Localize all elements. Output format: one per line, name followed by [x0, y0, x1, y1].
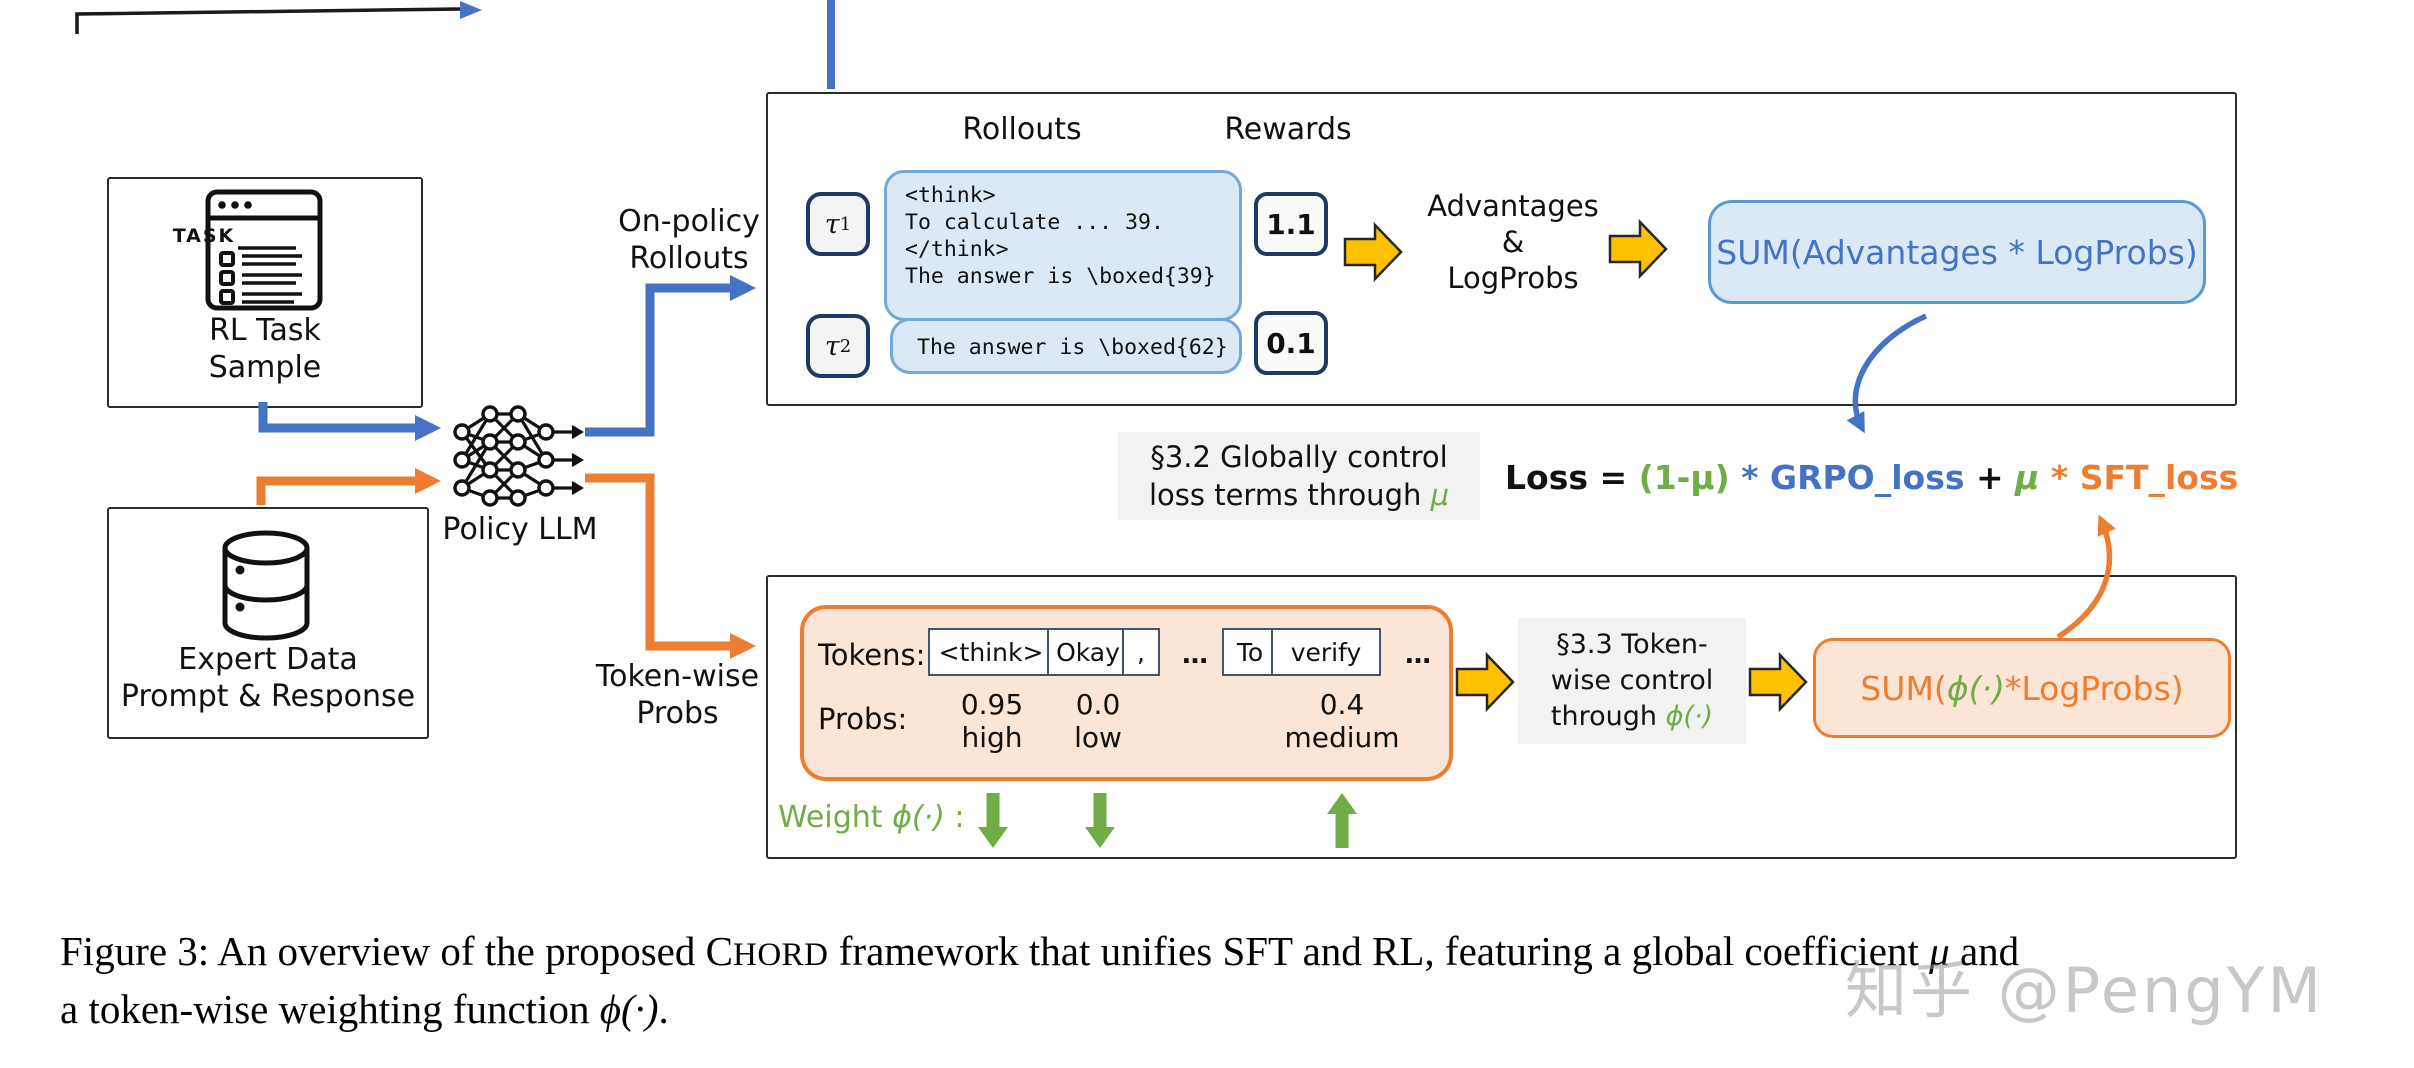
sum-advantages-logprobs-box: SUM(Advantages * LogProbs)	[1708, 200, 2206, 304]
arrow-llm-to-tokens	[585, 473, 756, 659]
phi-symbol: ϕ(·)	[1946, 668, 2005, 708]
chord-name: CHORD	[705, 928, 829, 974]
prob-verify: 0.4 medium	[1284, 688, 1400, 754]
token-cell-comma: ,	[1122, 628, 1160, 676]
rollout2-line: The answer is \boxed{62}	[917, 335, 1228, 360]
rl-task-label-line1: RL Task	[209, 313, 321, 348]
global-control-line2: loss terms through μ	[1148, 478, 1450, 512]
rewards-header: Rewards	[1224, 112, 1352, 147]
mu-term: μ	[2015, 458, 2040, 497]
policy-llm-label: Policy LLM	[442, 512, 598, 547]
expert-data-label-line1: Expert Data	[178, 642, 358, 677]
expert-data-label-line2: Prompt & Response	[120, 679, 416, 714]
arrow-llm-to-rollouts	[585, 275, 756, 437]
rollout1-line2: To calculate ... 39.	[905, 210, 1164, 235]
token-cell-okay: Okay	[1047, 628, 1129, 676]
rl-task-sample-box: RL Task Sample TASK	[107, 177, 423, 408]
one-minus-mu-term: (1-μ)	[1638, 458, 1730, 497]
mu-symbol: μ	[1929, 928, 1950, 974]
global-control-line1: §3.2 Globally control	[1150, 440, 1448, 474]
tokens-row-label: Tokens:	[818, 638, 926, 672]
expert-data-box: Expert Data Prompt & Response	[107, 507, 429, 739]
phi-symbol: ϕ(·)	[1665, 701, 1714, 732]
reward2-badge: 0.1	[1254, 311, 1328, 375]
sft-loss-term: SFT_loss	[2079, 458, 2239, 497]
mu-symbol: μ	[1430, 478, 1450, 512]
global-control-note: §3.2 Globally control loss terms through…	[1118, 432, 1480, 520]
neural-network-icon	[453, 405, 584, 507]
token-cell-to: To	[1222, 628, 1278, 676]
token-cell-verify: verify	[1271, 628, 1381, 676]
on-policy-rollouts-label: On-policy Rollouts	[618, 204, 760, 276]
token-cell-think: <think>	[928, 628, 1054, 676]
token-ellipsis-1: …	[1182, 640, 1208, 670]
rl-task-label-line2: Sample	[208, 350, 322, 385]
figure-caption-line2: a token-wise weighting function ϕ(·).	[60, 986, 669, 1032]
advantages-logprobs-label: Advantages & LogProbs	[1427, 189, 1599, 295]
prob-think: 0.95 high	[960, 688, 1024, 754]
prob-okay: 0.0 low	[1074, 688, 1122, 754]
watermark: 知乎 @PengYM	[1845, 954, 2325, 1027]
token-ellipsis-2: …	[1405, 640, 1431, 670]
sum-advantages-formula: SUM(Advantages * LogProbs)	[1716, 232, 2198, 272]
rollout1-bubble: <think> To calculate ... 39. </think> Th…	[884, 170, 1242, 321]
figure-caption-line1: Figure 3: An overview of the proposed CH…	[60, 928, 2020, 974]
task-icon-title: TASK	[172, 225, 236, 247]
arrow-expert-to-llm	[256, 468, 441, 505]
top-crop-arrow	[75, 1, 482, 34]
rollout1-line4: The answer is \boxed{39}	[905, 264, 1216, 289]
phi-symbol: ϕ(·)	[599, 986, 659, 1032]
grpo-loss-term: GRPO_loss	[1769, 458, 1965, 497]
token-wise-probs-label: Token-wise Probs	[595, 659, 760, 731]
loss-equation: Loss = (1-μ) * GRPO_loss + μ * SFT_loss	[1505, 458, 2239, 497]
rollout1-line1: <think>	[905, 183, 996, 208]
rollout2-bubble: The answer is \boxed{62}	[890, 318, 1242, 374]
weight-phi-label: Weight ϕ(·) :	[778, 800, 965, 835]
phi-symbol: ϕ(·)	[892, 800, 945, 835]
token-control-note: §3.3 Token- wise control through ϕ(·)	[1518, 618, 1746, 744]
rollout1-line3: </think>	[905, 237, 1009, 262]
rollouts-header: Rollouts	[962, 112, 1082, 147]
loss-lhs: Loss	[1505, 458, 1588, 497]
reward1-badge: 1.1	[1254, 192, 1328, 256]
sum-phi-logprobs-box: SUM(ϕ(·) * LogProbs)	[1813, 638, 2231, 738]
probs-row-label: Probs:	[818, 702, 908, 736]
